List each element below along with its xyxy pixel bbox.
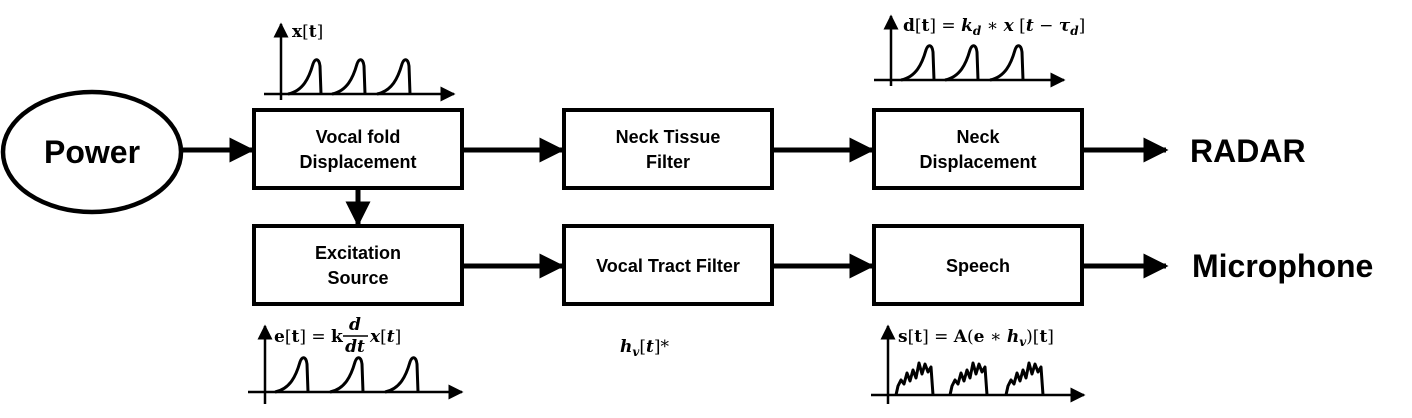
excitation-label-line2: Source: [327, 268, 388, 288]
neck-tissue-label-line2: Filter: [646, 152, 690, 172]
flow-arrows: [182, 137, 1169, 279]
excitation-source-block: Excitation Source: [252, 224, 464, 306]
e-plot-pulses: [274, 356, 420, 394]
e-derivative-denominator: dt: [345, 337, 365, 357]
power-label: Power: [44, 134, 140, 170]
d-signal-label: d[t] = kd ∗ x [t − τd]: [903, 16, 1085, 38]
h-filter-label: hv[t]*: [620, 337, 669, 359]
microphone-label: Microphone: [1192, 248, 1373, 284]
e-derivative-numerator: d: [349, 315, 361, 335]
x-plot-pulses: [287, 58, 412, 96]
s-signal-label: s[t] = A(e ∗ hv)[t]: [898, 327, 1054, 349]
vocal-fold-displacement-block: Vocal fold Displacement: [252, 108, 464, 190]
neck-displacement-label-line1: Neck: [956, 127, 1000, 147]
neck-tissue-label-line1: Neck Tissue: [616, 127, 721, 147]
excitation-label-line1: Excitation: [315, 243, 401, 263]
e-signal-label-tail: x[t]: [369, 327, 401, 347]
vocal-fold-label-line2: Displacement: [299, 152, 416, 172]
vocal-fold-label-line1: Vocal fold: [316, 127, 401, 147]
speech-block: Speech: [872, 224, 1084, 306]
power-source: Power: [0, 89, 184, 215]
s-signal-plot: [871, 324, 1086, 404]
neck-tissue-filter-block: Neck Tissue Filter: [562, 108, 774, 190]
radar-label: RADAR: [1190, 133, 1306, 169]
e-signal-plot: [248, 324, 464, 404]
d-signal-plot: [874, 14, 1066, 88]
x-signal-plot: [264, 22, 456, 102]
vocal-tract-filter-block: Vocal Tract Filter: [562, 224, 774, 306]
neck-displacement-block: Neck Displacement: [872, 108, 1084, 190]
vocal-tract-label: Vocal Tract Filter: [596, 256, 740, 276]
neck-displacement-label-line2: Displacement: [919, 152, 1036, 172]
x-signal-label: x[t]: [292, 22, 323, 42]
e-signal-label: e[t] = k: [274, 327, 344, 347]
speech-label: Speech: [946, 256, 1010, 276]
s-plot-waveform: [894, 361, 1045, 396]
d-plot-pulses: [900, 44, 1025, 82]
